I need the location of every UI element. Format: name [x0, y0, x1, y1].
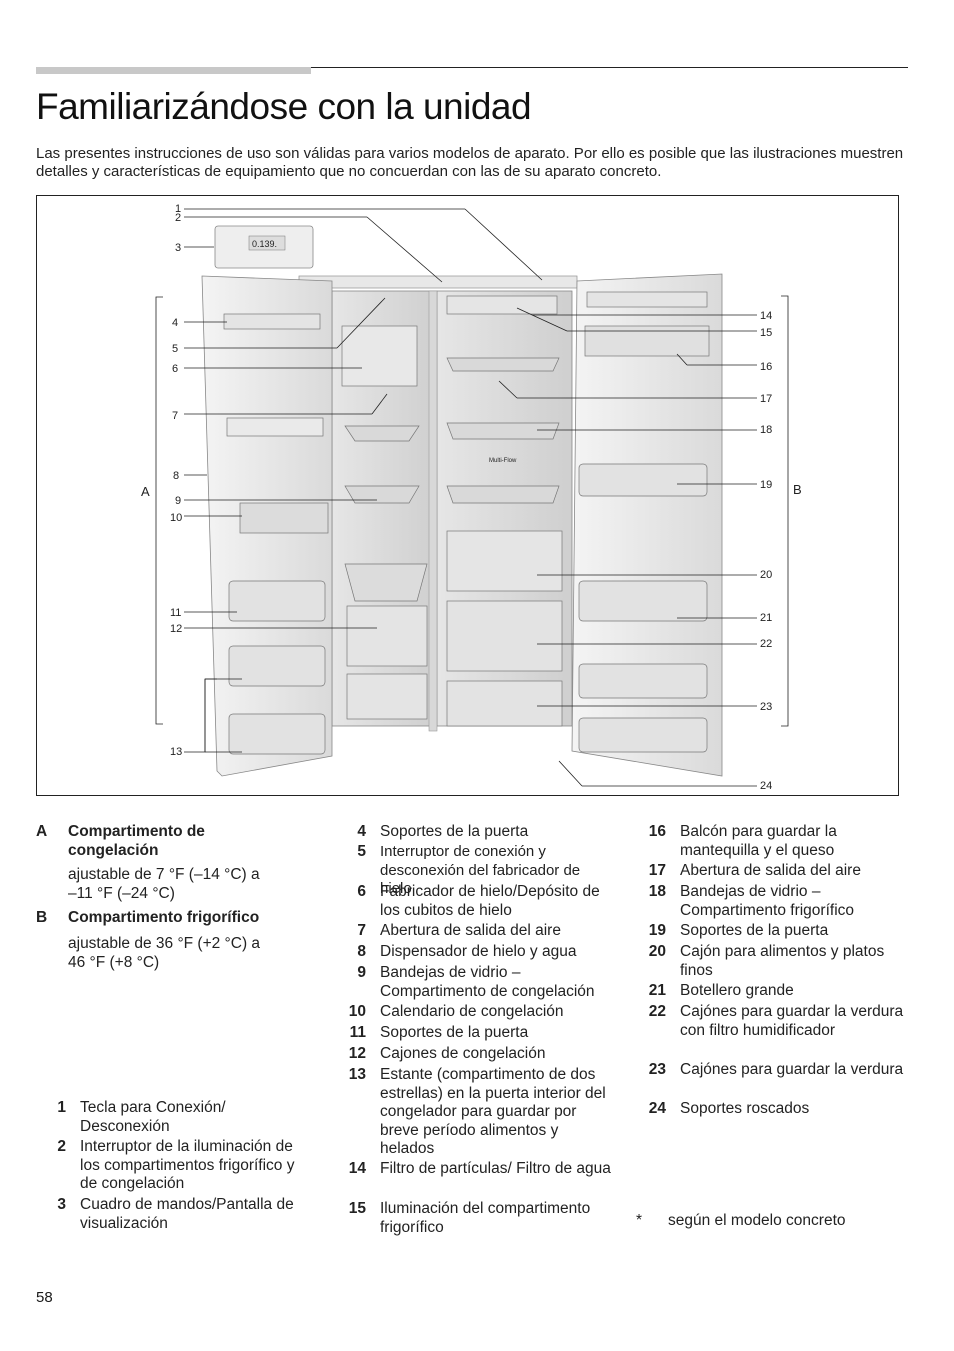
header-rule-accent	[36, 67, 311, 74]
callout-21: 21	[760, 612, 772, 624]
callout-15: 15	[760, 327, 772, 339]
section-a-title: Compartimento de congelación	[68, 823, 205, 859]
callout-14: 14	[760, 310, 772, 322]
page-title: Familiarizándose con la unidad	[36, 86, 532, 127]
section-b-label: B	[793, 482, 802, 497]
fridge-door	[571, 273, 723, 777]
footnote: * según el modelo concreto	[636, 1212, 846, 1229]
callout-10: 10	[170, 512, 182, 524]
intro-paragraph: Las presentes instrucciones de uso son v…	[36, 145, 904, 180]
callout-13: 13	[170, 746, 182, 758]
callout-5: 5	[172, 343, 178, 355]
callout-6: 6	[172, 363, 178, 375]
fridge-diagram: 0.139. Multi-Flow A B	[36, 195, 899, 796]
section-a-detail: ajustable de 7 °F (–14 °C) a –11 °F (–24…	[68, 866, 260, 902]
header-rule	[311, 67, 908, 68]
multiflow-label: Multi-Flow	[489, 458, 517, 464]
page-number: 58	[36, 1289, 53, 1306]
callout-9: 9	[175, 495, 181, 507]
callout-17: 17	[760, 393, 772, 405]
callout-1: 1	[175, 203, 181, 215]
section-b-detail: ajustable de 36 °F (+2 °C) a 46 °F (+8 °…	[68, 935, 261, 971]
callout-2: 2	[175, 212, 181, 224]
callout-4: 4	[172, 317, 178, 329]
display-readout: 0.139.	[252, 239, 277, 249]
callout-22: 22	[760, 638, 772, 650]
section-a: A Compartimento de congelación	[36, 823, 286, 860]
callout-20: 20	[760, 569, 772, 581]
callout-24: 24	[760, 780, 772, 792]
leader-lines	[184, 208, 757, 787]
callout-11: 11	[170, 607, 181, 619]
section-a-label: A	[141, 484, 150, 499]
callout-7: 7	[172, 410, 178, 422]
callout-16: 16	[760, 361, 772, 373]
callout-3: 3	[175, 242, 181, 254]
section-b: B Compartimento frigorífico	[36, 909, 306, 928]
section-b-title: Compartimento frigorífico	[68, 909, 260, 926]
fridge-illustration: 0.139. Multi-Flow A B	[141, 203, 802, 792]
callout-23: 23	[760, 701, 772, 713]
callout-8: 8	[173, 470, 179, 482]
dispenser-panel	[239, 502, 329, 534]
callout-12: 12	[170, 623, 182, 635]
callout-19: 19	[760, 479, 772, 491]
callout-18: 18	[760, 424, 772, 436]
